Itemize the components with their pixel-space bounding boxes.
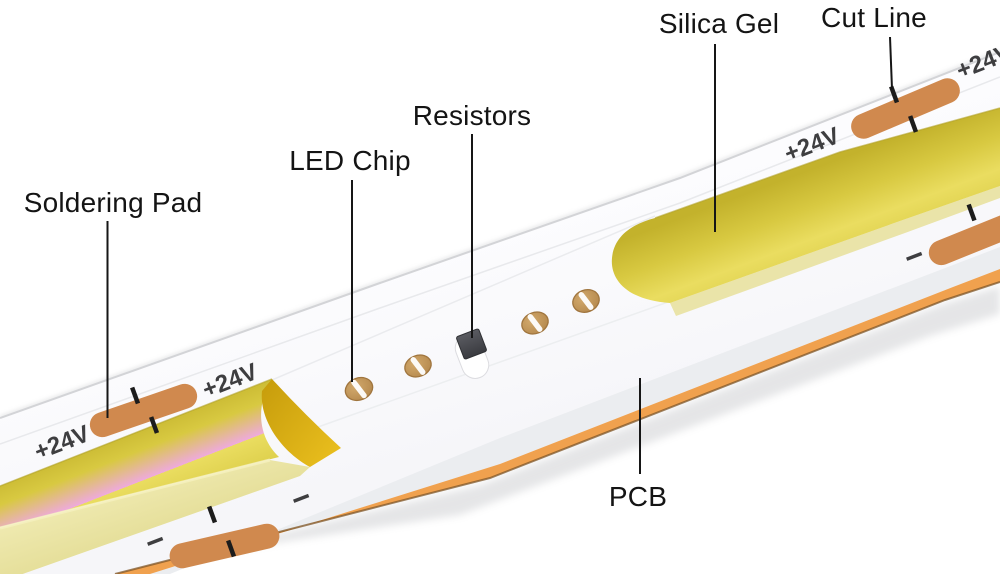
- cut-mark: [130, 386, 141, 405]
- silica-gel-left: [0, 379, 279, 527]
- silica-gel-right-top-rim: [654, 107, 1000, 219]
- adhesive-bottom-line: [114, 281, 1000, 574]
- soldering-pad-top-right: [851, 78, 960, 139]
- pcb-far-wall-inner-line: [0, 76, 1000, 445]
- callout-lines: [106, 36, 893, 474]
- soldering-pad-bottom-left: [169, 523, 280, 569]
- cut-mark: [207, 505, 218, 524]
- label-soldering-pad: Soldering Pad: [24, 187, 203, 218]
- label-pcb: PCB: [609, 481, 667, 512]
- chip-channel-far-line: [264, 215, 656, 384]
- led-chip-3-highlight: [527, 314, 543, 332]
- led-chip-2-highlight: [410, 357, 426, 375]
- pcb-side-face: [150, 247, 1000, 574]
- cut-mark: [149, 416, 160, 434]
- resistor-chip: [456, 328, 487, 360]
- cut-line-marks: [130, 85, 977, 558]
- silica-gel-left-cut-face: [261, 379, 341, 467]
- cut-mark: [966, 203, 977, 222]
- label-cut-line: Cut Line: [821, 2, 927, 33]
- label-led-chip: LED Chip: [289, 145, 410, 176]
- cut-mark: [226, 539, 237, 558]
- callout-line-cut-line: [889, 36, 893, 90]
- led-chip-1-highlight: [351, 379, 367, 399]
- label-resistors: Resistors: [413, 100, 532, 131]
- pcb-far-edge: [0, 51, 1000, 419]
- cut-mark: [889, 85, 900, 104]
- silica-gel-right: [611, 108, 1000, 303]
- silica-gel-left-front-face: [0, 460, 310, 574]
- resistor: [454, 328, 490, 379]
- cut-mark: [908, 115, 919, 133]
- soldering-pad-top-left: [89, 383, 198, 438]
- soldering-pad-bottom-right: [928, 200, 1000, 266]
- silica-gel-left-waist-highlight: [0, 458, 271, 530]
- silica-gel-left-top-rim: [0, 378, 273, 487]
- led-chip-4-highlight: [578, 292, 594, 310]
- led-chips: [344, 288, 600, 402]
- silica-gel-right-front-face: [670, 186, 1000, 316]
- label-silica-gel: Silica Gel: [659, 8, 779, 39]
